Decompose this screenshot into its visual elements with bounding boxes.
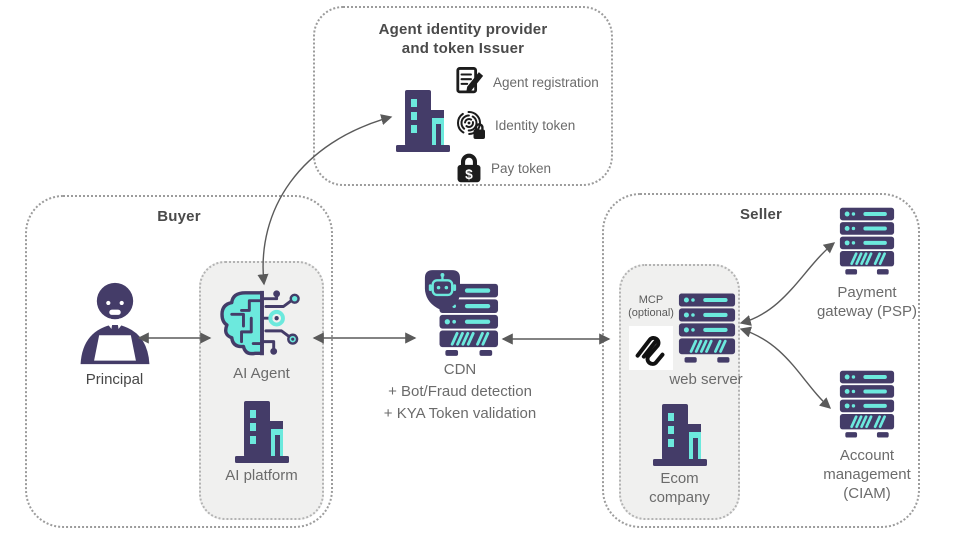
identity-provider-title: Agent identity provider and token Issuer: [315, 20, 611, 58]
payment-gateway-figure: Payment gateway (PSP): [815, 207, 919, 322]
list-item-identity-token: Identity token: [455, 107, 599, 143]
ecom-company-figure: Ecom company: [621, 404, 738, 508]
pay-token-label: Pay token: [491, 160, 552, 176]
identity-provider-title-line2: and token Issuer: [401, 40, 525, 58]
token-service-list: Agent registration Identity token Pay to…: [455, 64, 599, 186]
ai-agent-figure: AI Agent: [218, 287, 306, 384]
ai-agent-label: AI Agent: [233, 365, 290, 382]
cdn-label: CDN: [443, 361, 477, 378]
buyer-title: Buyer: [157, 208, 201, 225]
account-label-line1: Account: [839, 447, 895, 464]
seller-title: Seller: [739, 206, 783, 223]
ecom-label-line2: company: [649, 488, 710, 506]
mcp-label: MCP: [638, 294, 664, 306]
office-building-icon: [234, 401, 290, 463]
list-item-agent-registration: Agent registration: [455, 64, 599, 100]
payment-gateway-label: Payment gateway (PSP): [817, 284, 917, 322]
payment-gateway-label-line2: gateway (PSP): [816, 302, 918, 320]
cdn-figure: CDN + Bot/Fraud detection + KYA Token va…: [370, 266, 550, 424]
account-management-label: Account management (CIAM): [823, 447, 911, 504]
payment-gateway-label-line1: Payment: [837, 284, 897, 301]
mcp-block: MCP (optional): [623, 294, 679, 370]
office-building-icon: [652, 404, 708, 466]
mcp-note: (optional): [628, 306, 674, 319]
payment-gateway-server-icon: [839, 207, 895, 277]
person-laptop-icon: [75, 280, 155, 368]
web-server-label: web server: [669, 371, 743, 388]
identity-provider-box: Agent identity provider and token Issuer…: [313, 6, 613, 186]
buyer-box: Buyer Principal AI Agent AI platform: [25, 195, 333, 528]
mcp-logo-tile: [629, 325, 673, 370]
padlock-dollar-icon: [455, 152, 483, 185]
document-pen-icon: [455, 67, 485, 97]
ecom-company-label: Ecom company: [649, 470, 710, 508]
identity-provider-title-line1: Agent identity provider: [378, 21, 548, 38]
cdn-feature-line1: + Bot/Fraud detection: [388, 382, 532, 400]
ecom-label-line1: Ecom: [660, 470, 699, 487]
identity-token-label: Identity token: [495, 117, 576, 133]
account-management-server-icon: [839, 370, 895, 440]
mcp-logo-icon: [630, 327, 672, 369]
account-management-figure: Account management (CIAM): [815, 370, 919, 504]
ai-agent-platform-group: AI Agent AI platform: [199, 261, 324, 520]
office-building-icon: [395, 90, 451, 152]
list-item-pay-token: Pay token: [455, 150, 599, 186]
ai-platform-label: AI platform: [225, 466, 298, 484]
seller-box: Seller MCP (optional) web server Ecom co…: [602, 193, 920, 528]
account-label-line2: management: [823, 465, 911, 483]
ai-platform-figure: AI platform: [225, 401, 298, 486]
ai-brain-circuit-icon: [218, 287, 306, 365]
account-label-line3: (CIAM): [843, 484, 891, 502]
webserver-ecom-group: MCP (optional) web server Ecom company: [619, 264, 743, 520]
agent-registration-label: Agent registration: [493, 74, 599, 90]
cdn-server-robot-icon: [421, 266, 499, 358]
fingerprint-lock-icon: [455, 109, 487, 141]
web-server-icon: [678, 291, 736, 367]
cdn-feature-line2: + KYA Token validation: [383, 404, 537, 422]
principal-label: Principal: [85, 371, 144, 388]
principal-figure: Principal: [57, 280, 172, 390]
